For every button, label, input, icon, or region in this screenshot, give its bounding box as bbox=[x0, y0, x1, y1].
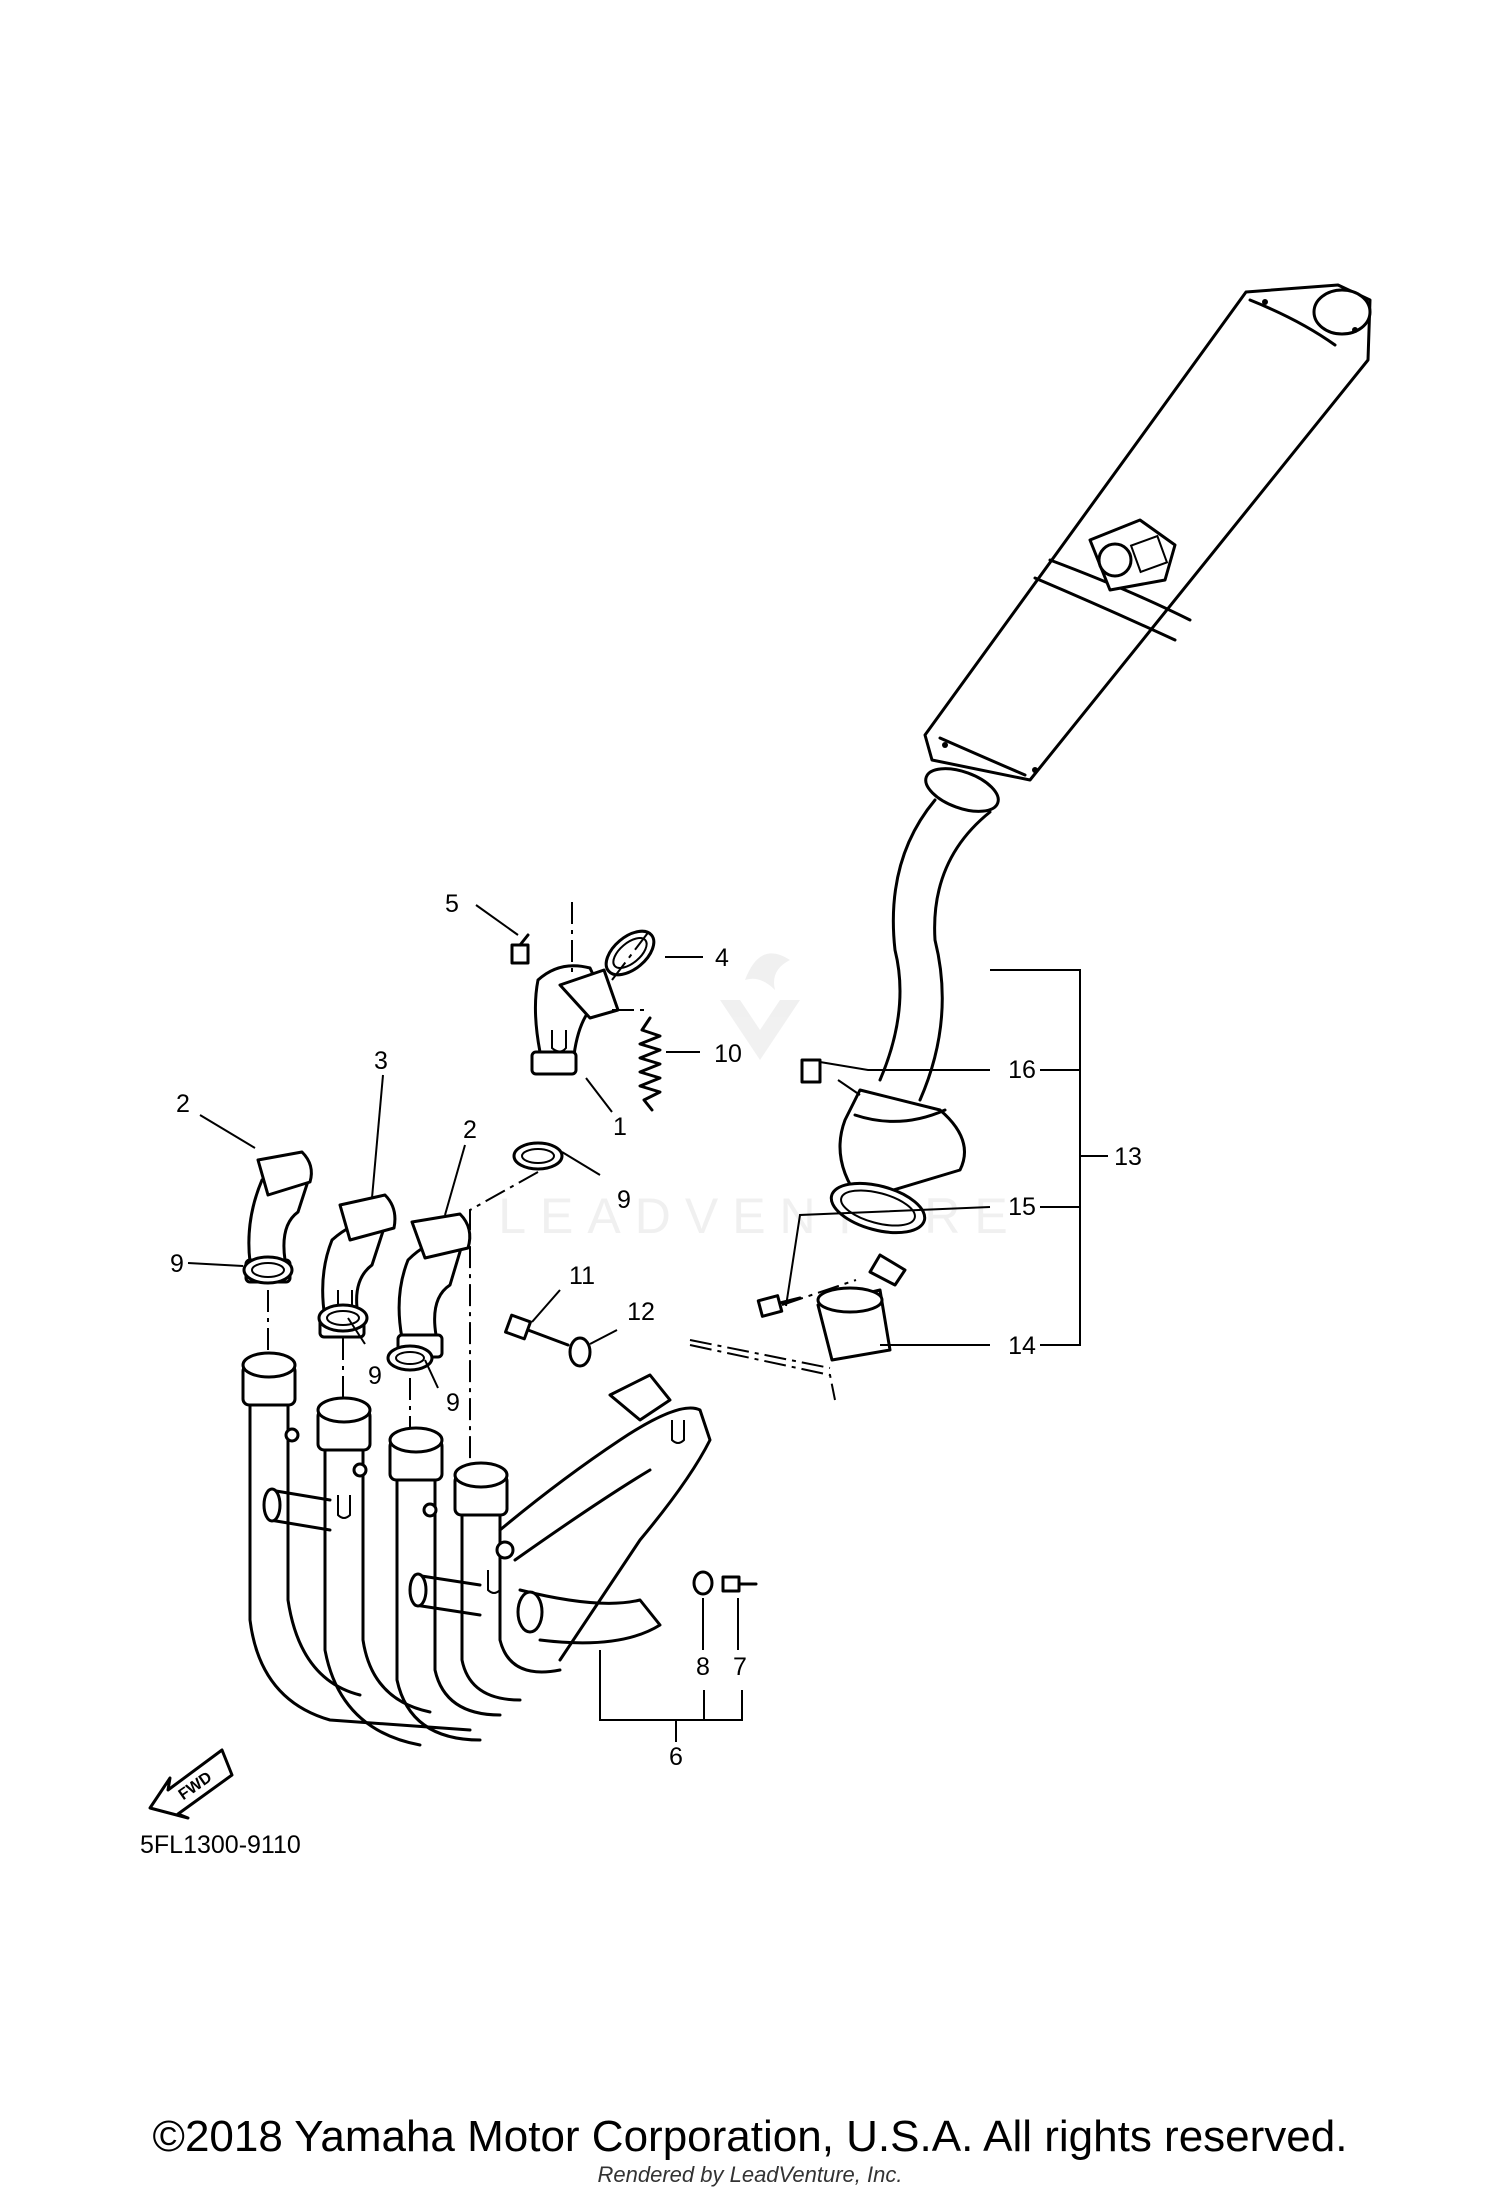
collar-clamp[interactable] bbox=[826, 1174, 930, 1287]
bolt-15[interactable] bbox=[756, 1294, 802, 1318]
callout-2-left: 2 bbox=[176, 1090, 190, 1118]
exhaust-pipe-1[interactable] bbox=[530, 964, 620, 1076]
copyright-notice: ©2018 Yamaha Motor Corporation, U.S.A. A… bbox=[152, 2112, 1348, 2161]
callout-9-d: 9 bbox=[446, 1389, 460, 1417]
callout-5: 5 bbox=[445, 890, 459, 918]
spring-10[interactable] bbox=[638, 1016, 662, 1112]
fwd-arrow-icon: FWD bbox=[148, 1748, 234, 1820]
callout-1: 1 bbox=[613, 1113, 627, 1141]
gasket-4[interactable] bbox=[598, 923, 661, 984]
gasket-9-b[interactable] bbox=[242, 1255, 294, 1285]
damper-16[interactable] bbox=[800, 1058, 822, 1084]
assembly-lines bbox=[267, 902, 857, 1465]
bolt-7[interactable] bbox=[721, 1575, 758, 1593]
callout-16: 16 bbox=[1008, 1056, 1036, 1084]
muffler-assembly[interactable] bbox=[838, 283, 1372, 1202]
exhaust-header-assembly[interactable] bbox=[241, 1351, 712, 1747]
exhaust-gasket-14[interactable] bbox=[816, 1286, 892, 1362]
washer-12[interactable] bbox=[568, 1336, 592, 1368]
watermark-text: LEADVENTURE bbox=[498, 1188, 1022, 1244]
callout-11: 11 bbox=[569, 1262, 595, 1290]
callout-9-a: 9 bbox=[617, 1186, 631, 1214]
gasket-9-a[interactable] bbox=[512, 1141, 564, 1171]
callout-15: 15 bbox=[1008, 1193, 1036, 1221]
callout-numbers: 5 4 10 1 3 2 2 9 9 9 9 11 12 16 13 15 14… bbox=[170, 890, 1142, 1771]
callout-3: 3 bbox=[374, 1047, 388, 1075]
rendered-by-notice: Rendered by LeadVenture, Inc. bbox=[597, 2162, 903, 2187]
leader-lines bbox=[187, 904, 1108, 1742]
nut-8[interactable] bbox=[692, 1570, 714, 1596]
bolt-5[interactable] bbox=[510, 933, 530, 965]
callout-14: 14 bbox=[1008, 1332, 1036, 1360]
gasket-9-c[interactable] bbox=[317, 1303, 369, 1333]
callout-4: 4 bbox=[715, 944, 729, 972]
bolt-11[interactable] bbox=[504, 1313, 570, 1347]
callout-9-c: 9 bbox=[368, 1362, 382, 1390]
callout-10: 10 bbox=[714, 1040, 742, 1068]
callout-6: 6 bbox=[669, 1743, 683, 1771]
callout-8: 8 bbox=[696, 1653, 710, 1681]
exhaust-pipe-2-right[interactable] bbox=[396, 1212, 472, 1359]
callout-9-b: 9 bbox=[170, 1250, 184, 1278]
diagram-code: 5FL1300-9110 bbox=[140, 1831, 301, 1859]
callout-2-right: 2 bbox=[463, 1116, 477, 1144]
callout-7: 7 bbox=[733, 1653, 747, 1681]
gasket-9-d[interactable] bbox=[386, 1344, 434, 1372]
callout-13: 13 bbox=[1114, 1143, 1142, 1171]
callout-12: 12 bbox=[627, 1298, 655, 1326]
